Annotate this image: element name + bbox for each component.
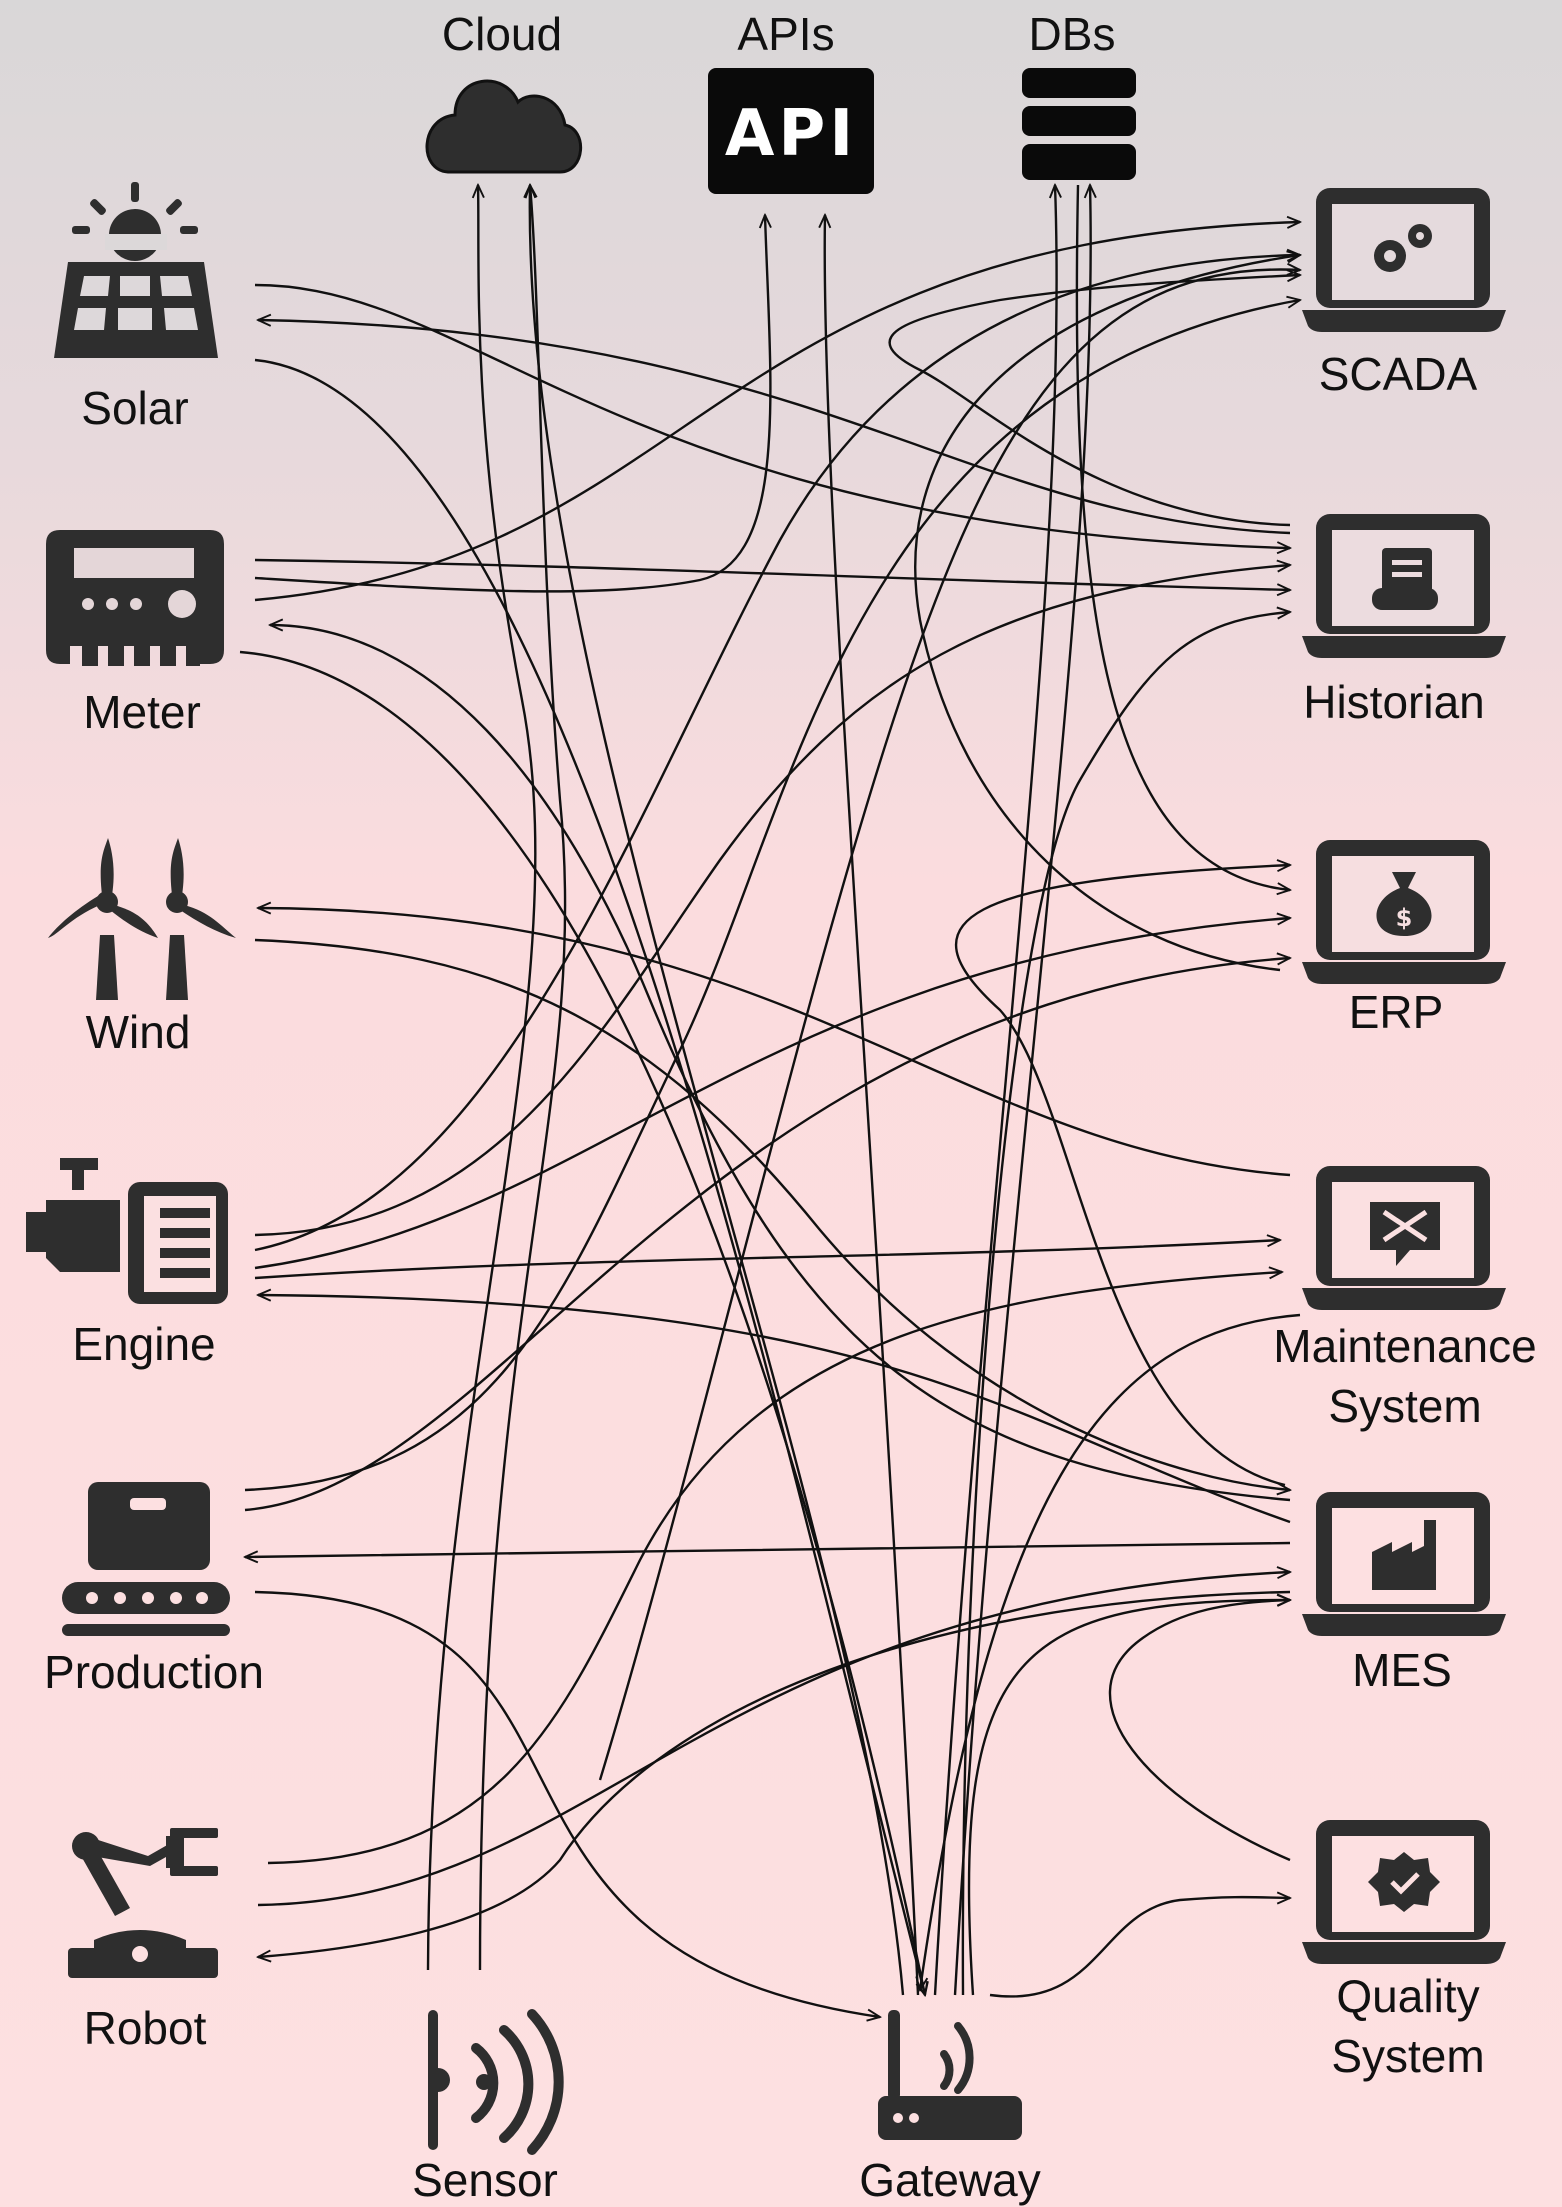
node-cloud: Cloud — [425, 8, 582, 174]
edge-mes-meter — [270, 625, 1291, 1502]
engine-icon — [26, 1158, 228, 1304]
edge-meter-scada — [254, 222, 1300, 602]
cloud-icon — [425, 79, 582, 174]
node-wind: Wind — [48, 838, 236, 1058]
edge-maintenance-wind — [258, 908, 1291, 1177]
edge-maintenance-gateway — [920, 1313, 1301, 1990]
edge-production-scada — [244, 300, 1300, 1492]
wind-turbine-icon — [48, 838, 236, 1000]
edge-engine-historian — [254, 565, 1290, 1237]
edge-engine-scada — [254, 255, 1300, 1252]
edge-erp-scada — [914, 255, 1300, 972]
node-mes: MES — [1302, 1492, 1506, 1696]
edge-meter-historian — [254, 558, 1290, 590]
maintenance-label-2: System — [1328, 1380, 1481, 1432]
laptop-moneybag-icon: $ — [1302, 840, 1506, 984]
node-historian: Historian — [1302, 514, 1506, 728]
historian-label: Historian — [1303, 676, 1485, 728]
edge-sensor-scada — [598, 270, 1300, 1781]
laptop-badge-icon — [1302, 1820, 1506, 1964]
quality-label-2: System — [1331, 2030, 1484, 2082]
maintenance-label-1: Maintenance — [1273, 1320, 1536, 1372]
edge-solar-gateway — [254, 358, 925, 1995]
laptop-scroll-icon — [1302, 514, 1506, 658]
edge-meter-apis — [254, 215, 770, 593]
node-solar: Solar — [54, 182, 218, 434]
edge-gateway-cloud — [530, 185, 905, 1996]
edge-gateway-dbs-left — [933, 185, 1057, 1996]
edge-sensor-cloud-left — [426, 185, 537, 1971]
node-sensor: Sensor — [412, 2009, 564, 2206]
node-dbs: DBs — [1022, 8, 1136, 180]
node-apis: APIs API — [708, 8, 874, 194]
svg-text:$: $ — [1396, 904, 1413, 932]
edge-historian-erp — [888, 275, 1300, 527]
sensor-icon — [428, 2009, 564, 2155]
meter-icon — [46, 530, 224, 666]
api-icon — [708, 68, 874, 194]
edge-quality-mes — [1108, 1600, 1290, 1862]
gateway-label: Gateway — [859, 2154, 1041, 2206]
edge-solar-historian — [254, 283, 1290, 548]
edge-mes-production — [245, 1541, 1291, 1557]
scada-label: SCADA — [1319, 348, 1478, 400]
edge-sensor-cloud-right — [478, 185, 567, 1971]
node-robot: Robot — [68, 1828, 218, 2054]
sensor-label: Sensor — [412, 2154, 558, 2206]
conveyor-icon — [62, 1482, 230, 1636]
apis-label: APIs — [737, 8, 834, 60]
edge-gateway-historian — [961, 612, 1290, 1996]
edge-wind-mes — [254, 938, 1290, 1490]
robot-label: Robot — [84, 2002, 207, 2054]
edge-engine-erp — [254, 918, 1290, 1270]
node-maintenance: Maintenance System — [1273, 1166, 1537, 1432]
erp-label: ERP — [1349, 986, 1444, 1038]
edge-gateway-quality — [989, 1897, 1290, 1998]
solar-panel-icon — [54, 182, 218, 358]
edges — [239, 184, 1301, 2017]
edge-dbs-erp — [1075, 184, 1290, 890]
node-gateway: Gateway — [859, 2010, 1041, 2206]
cloud-label: Cloud — [442, 8, 562, 60]
laptop-gears-icon — [1302, 188, 1506, 332]
edge-engine-maintenance — [254, 1240, 1280, 1280]
dbs-label: DBs — [1029, 8, 1116, 60]
edge-mes-engine — [258, 1295, 1291, 1524]
edge-production-erp — [244, 958, 1290, 1512]
node-scada: SCADA — [1302, 188, 1506, 400]
edge-gateway-apis — [825, 215, 920, 1996]
database-icon — [1022, 68, 1136, 180]
edge-robot-maintenance — [267, 1272, 1282, 1865]
quality-label-1: Quality — [1336, 1970, 1479, 2022]
meter-label: Meter — [83, 686, 201, 738]
node-production: Production — [44, 1482, 264, 1698]
edge-production-gateway — [254, 1590, 880, 2017]
engine-label: Engine — [72, 1318, 215, 1370]
mes-label: MES — [1352, 1644, 1452, 1696]
node-erp: $ ERP — [1302, 840, 1506, 1038]
node-meter: Meter — [46, 530, 224, 738]
edge-gateway-dbs-right — [953, 185, 1091, 1996]
laptop-tools-icon — [1302, 1166, 1506, 1310]
edge-gateway-mes — [967, 1600, 1290, 1996]
edge-mes-erp — [954, 865, 1290, 1487]
router-icon — [878, 2010, 1022, 2140]
robot-arm-icon — [68, 1828, 218, 1978]
edge-robot-mes — [257, 1572, 1290, 1907]
edge-mes-robot — [258, 1590, 1291, 1957]
node-quality: Quality System — [1302, 1820, 1506, 2082]
node-engine: Engine — [26, 1158, 228, 1370]
production-label: Production — [44, 1646, 264, 1698]
solar-label: Solar — [81, 382, 188, 434]
edge-meter-gateway — [239, 650, 925, 1995]
api-icon-text: API — [725, 97, 857, 171]
laptop-factory-icon — [1302, 1492, 1506, 1636]
wind-label: Wind — [86, 1006, 191, 1058]
